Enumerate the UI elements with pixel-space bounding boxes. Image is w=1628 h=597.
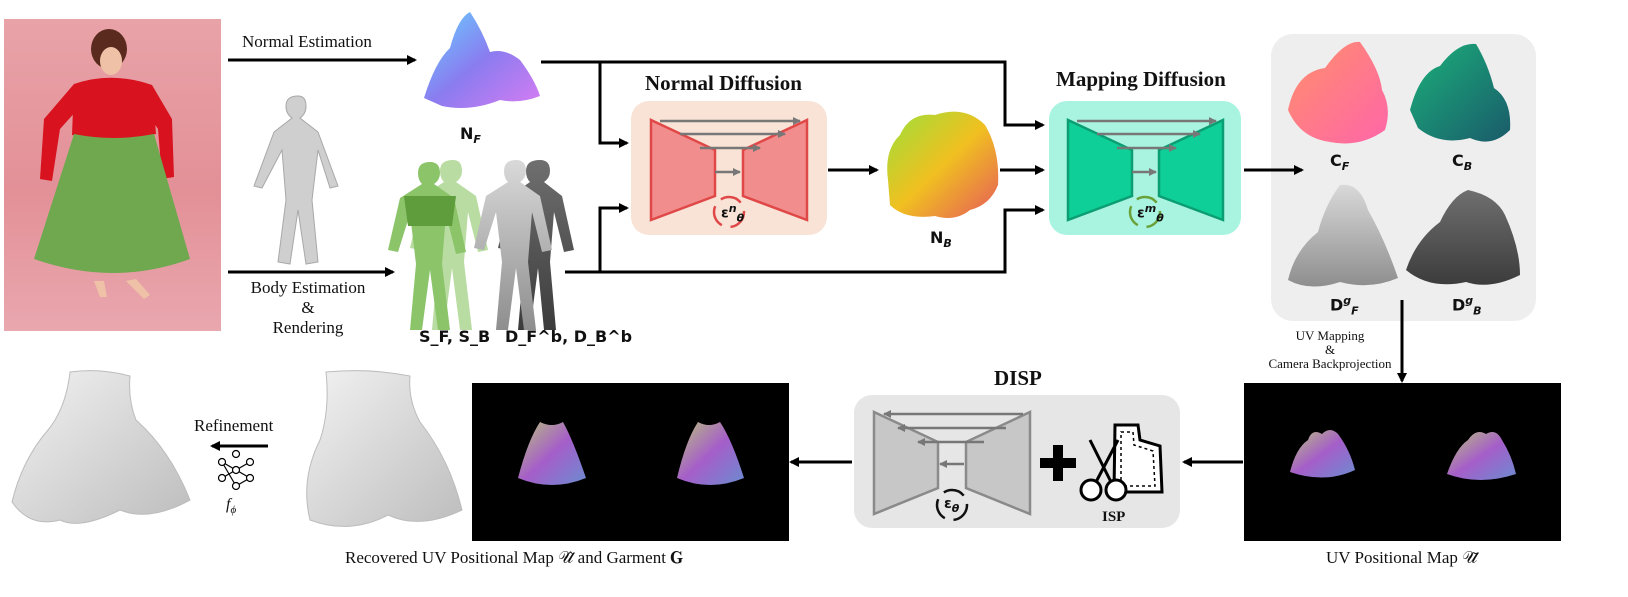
normal-diffusion-network (649, 117, 809, 229)
mlp-icon (217, 449, 255, 491)
dfg-label: DgF (1330, 294, 1359, 318)
depth-silhouette-df (474, 160, 552, 330)
uv-mapping-line1: UV Mapping (1295, 328, 1365, 343)
disp-network (872, 410, 1032, 522)
uv-mapping-line2: & (1324, 342, 1336, 357)
body-estimation-line1: Body Estimation (250, 278, 366, 297)
nf-normal-map (424, 12, 540, 108)
arrow-body-to-normal (598, 203, 629, 272)
disp-title: DISP (994, 366, 1042, 390)
body-estimation-line3: Rendering (272, 318, 344, 337)
uv-noisy-back (1447, 432, 1516, 480)
nb-normal-map (887, 111, 999, 218)
eps-m-label: εmθ (1137, 202, 1164, 225)
garment-refined (11, 370, 191, 524)
dbg-map (1406, 190, 1520, 285)
input-photo (4, 19, 221, 331)
refinement-label: Refinement (194, 416, 274, 435)
recovered-caption: Recovered UV Positional Map 𝒰̂ and Garme… (345, 548, 684, 567)
uv-mapping-line3: Camera Backprojection (1268, 356, 1392, 371)
uv-recovered-front (518, 422, 586, 485)
normal-estimation-label: Normal Estimation (242, 32, 372, 51)
dfg-map (1288, 184, 1398, 287)
uv-mapping-label: UV Mapping & Camera Backprojection (1250, 329, 1410, 371)
mapping-diffusion-title: Mapping Diffusion (1056, 67, 1226, 91)
nb-label: NB (930, 228, 952, 251)
cf-map (1288, 41, 1388, 144)
sfsb-label: S_F, S_B (419, 327, 491, 346)
cb-map (1410, 43, 1511, 142)
arrow-nf-to-mapping (541, 60, 1045, 130)
eps-n-label: εnθ (721, 202, 745, 225)
arrow-body-to-mapping (565, 205, 1045, 274)
uv-noisy-front (1290, 430, 1355, 478)
uv-recovered-back (677, 422, 744, 485)
eps-label: εθ (944, 496, 960, 515)
uv-caption: UV Positional Map 𝒰̃ (1326, 548, 1478, 567)
nf-label: NF (460, 124, 481, 147)
cb-label: CB (1452, 151, 1473, 174)
normal-diffusion-title: Normal Diffusion (645, 71, 802, 95)
body-mesh (253, 95, 339, 265)
garment-coarse (306, 370, 463, 527)
cf-label: CF (1330, 151, 1350, 174)
woman-figure (34, 29, 190, 299)
plus-icon (1040, 445, 1076, 481)
body-estimation-label: Body Estimation & Rendering (238, 278, 378, 338)
scissors-pattern-icon (1079, 423, 1164, 502)
silhouette-sf (388, 162, 466, 330)
arrow-nf-to-normal (598, 62, 629, 148)
dfdb-label: D_F^b, D_B^b (505, 327, 633, 346)
dbg-label: DgB (1452, 294, 1482, 318)
body-estimation-line2: & (301, 298, 315, 317)
mapping-diffusion-network (1066, 117, 1225, 229)
f-phi-label: fϕ (226, 496, 237, 517)
isp-label: ISP (1102, 509, 1126, 525)
